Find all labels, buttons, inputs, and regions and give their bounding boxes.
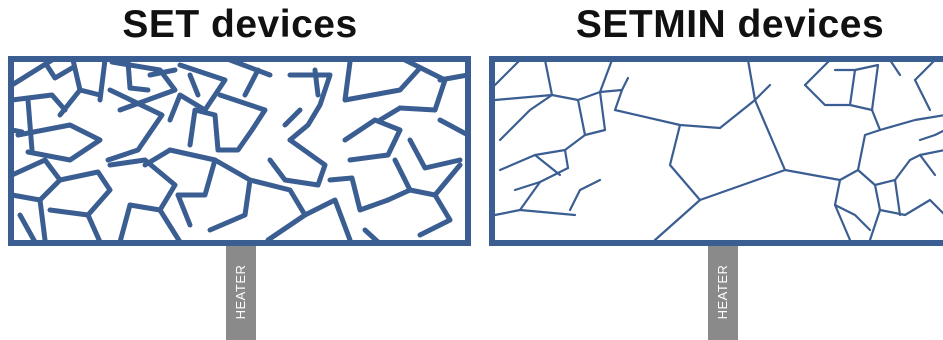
heater-left: HEATER — [226, 240, 256, 340]
heater-right: HEATER — [708, 240, 738, 340]
heater-right-label: HEATER — [715, 265, 730, 320]
heater-left-label: HEATER — [233, 265, 248, 320]
set-device-panel: HEATER — [11, 59, 468, 340]
setmin-grain-network — [495, 60, 943, 240]
setmin-device-panel: HEATER — [492, 59, 943, 340]
set-grain-network — [12, 60, 468, 242]
